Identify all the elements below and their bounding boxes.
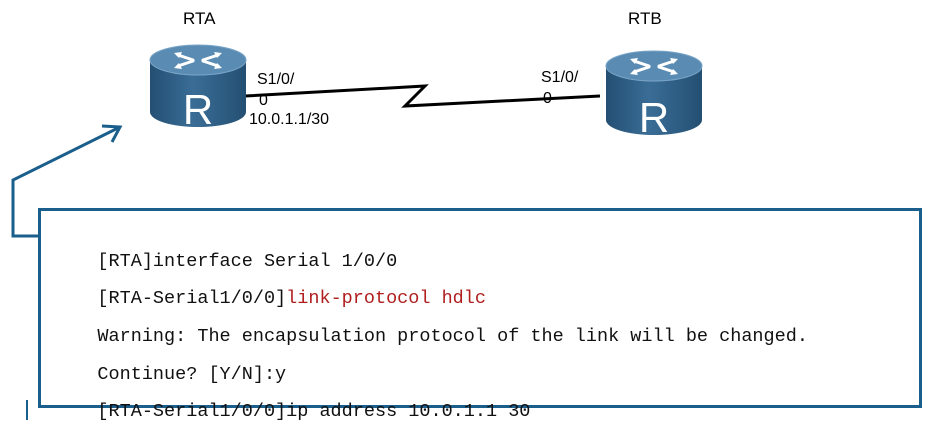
router-rtb-badge: R bbox=[639, 94, 669, 141]
rta-interface-label: S1/0/ bbox=[257, 71, 295, 88]
console-line-4: Continue? [Y/N]:y bbox=[53, 342, 286, 408]
console-line-1-text: [RTA]interface Serial 1/0/0 bbox=[97, 251, 398, 272]
router-rta-icon[interactable]: R bbox=[149, 44, 247, 133]
callout-connector bbox=[11, 124, 123, 420]
network-diagram: R R bbox=[11, 44, 703, 420]
serial-link bbox=[244, 84, 601, 108]
console-output-box: [RTA]interface Serial 1/0/0 [RTA-Serial1… bbox=[38, 208, 922, 422]
console-line-2-command: link-protocol hdlc bbox=[286, 288, 486, 309]
console-line-1: [RTA]interface Serial 1/0/0 bbox=[53, 229, 397, 295]
rtb-interface-label-cont: 0 bbox=[543, 90, 552, 107]
router-rtb-icon[interactable]: R bbox=[605, 50, 703, 141]
console-line-3-text: Warning: The encapsulation protocol of t… bbox=[97, 326, 808, 347]
rta-ip-label: 10.0.1.1/30 bbox=[249, 111, 330, 128]
console-line-3: Warning: The encapsulation protocol of t… bbox=[53, 304, 808, 370]
router-rtb-name: RTB bbox=[628, 9, 662, 28]
console-line-4-text: Continue? [Y/N]:y bbox=[97, 364, 287, 385]
console-line-5: [RTA-Serial1/0/0]ip address 10.0.1.1 30 bbox=[53, 379, 530, 445]
rta-interface-label-cont: 0 bbox=[259, 92, 268, 109]
router-rta-badge: R bbox=[183, 86, 213, 133]
rtb-interface-label: S1/0/ bbox=[541, 69, 579, 86]
console-line-5-text: [RTA-Serial1/0/0]ip address 10.0.1.1 30 bbox=[97, 401, 531, 422]
console-line-2-prompt: [RTA-Serial1/0/0] bbox=[97, 288, 287, 309]
router-rta-name: RTA bbox=[183, 9, 216, 28]
console-line-2: [RTA-Serial1/0/0]link-protocol hdlc bbox=[53, 266, 486, 332]
